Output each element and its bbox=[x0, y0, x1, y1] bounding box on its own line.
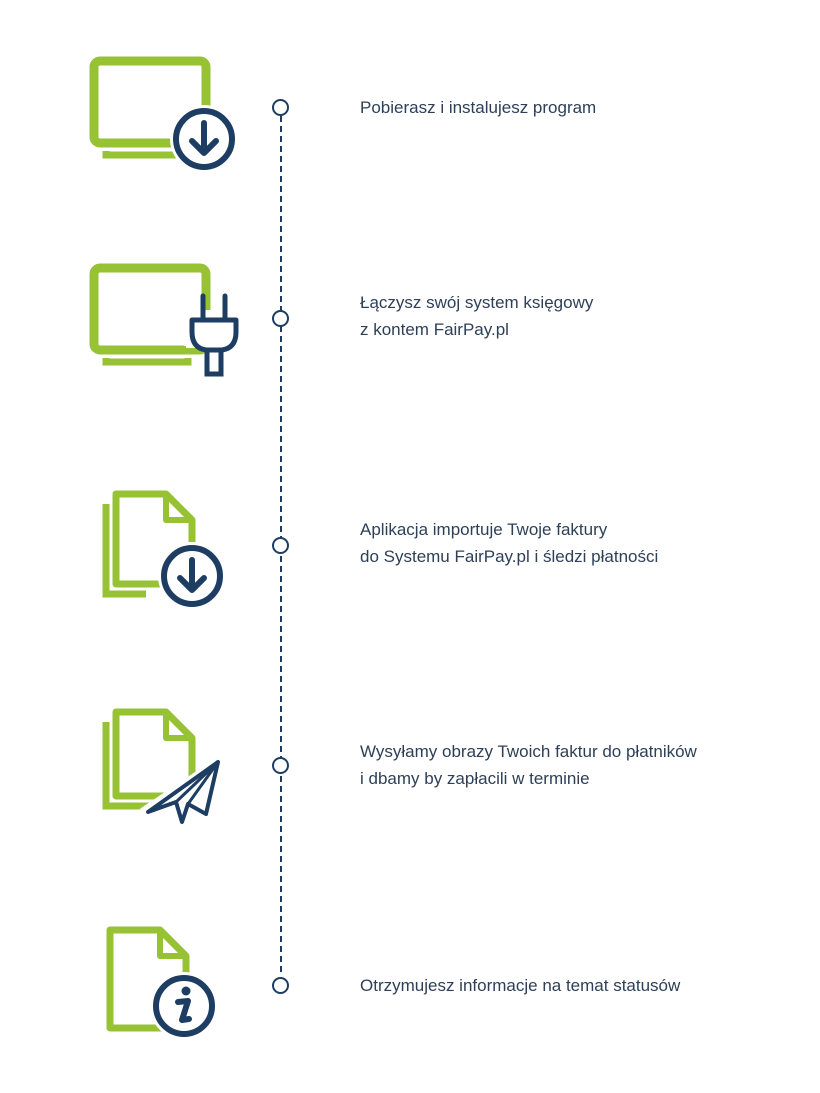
step-4-line-1: Wysyłamy obrazy Twoich faktur do płatnik… bbox=[360, 742, 697, 761]
step-3-line-1: Aplikacja importuje Twoje faktury bbox=[360, 520, 608, 539]
step-1-text: Pobierasz i instalujesz program bbox=[360, 94, 596, 121]
step-3-text: Aplikacja importuje Twoje faktury do Sys… bbox=[360, 516, 658, 570]
step-5-text: Otrzymujesz informacje na temat statusów bbox=[360, 972, 680, 999]
step-2-text: Łączysz swój system księgowy z kontem Fa… bbox=[360, 289, 593, 343]
monitor-plug-icon bbox=[88, 262, 246, 382]
monitor-download-icon bbox=[88, 55, 238, 170]
step-2-line-1: Łączysz swój system księgowy bbox=[360, 293, 594, 312]
timeline-node-4 bbox=[272, 757, 289, 774]
document-info-icon bbox=[104, 926, 222, 1041]
step-2-line-2: z kontem FairPay.pl bbox=[360, 320, 509, 339]
step-1-line-1: Pobierasz i instalujesz program bbox=[360, 98, 597, 117]
timeline-node-5 bbox=[272, 977, 289, 994]
step-5-line-1: Otrzymujesz informacje na temat statusów bbox=[360, 976, 681, 995]
step-3-line-2: do Systemu FairPay.pl i śledzi płatności bbox=[360, 547, 659, 566]
timeline-node-1 bbox=[272, 99, 289, 116]
step-4-text: Wysyłamy obrazy Twoich faktur do płatnik… bbox=[360, 738, 697, 792]
step-4-line-2: i dbamy by zapłacili w terminie bbox=[360, 769, 590, 788]
documents-download-icon bbox=[100, 490, 230, 615]
timeline-node-2 bbox=[272, 310, 289, 327]
timeline-node-3 bbox=[272, 537, 289, 554]
documents-send-icon bbox=[100, 708, 230, 830]
